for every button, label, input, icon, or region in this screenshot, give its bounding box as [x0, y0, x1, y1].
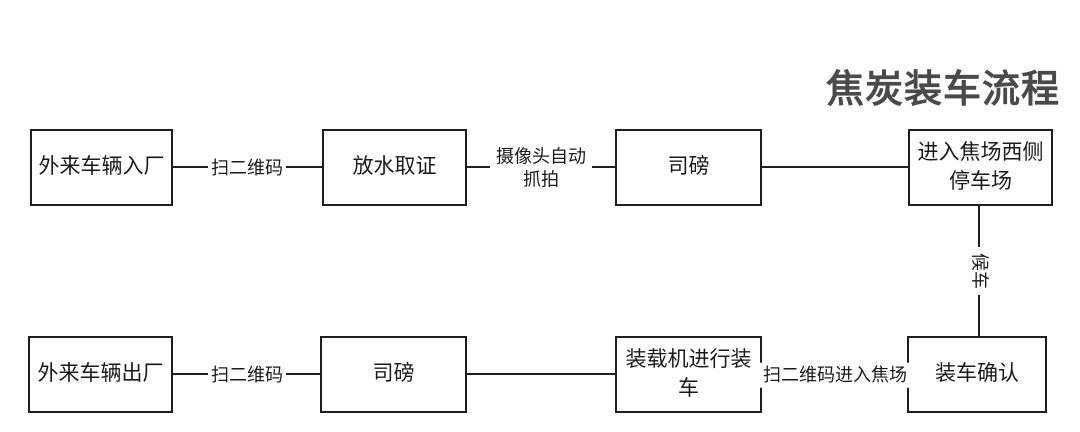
node-weighbridge-in: 司磅 — [615, 129, 762, 206]
diagram-title: 焦炭装车流程 — [825, 69, 1060, 111]
edge-label-scan-qr-enter-yard: 扫二维码进入焦场 — [760, 362, 910, 388]
edge-label-waiting: 候车 — [966, 247, 992, 295]
node-loading-confirm: 装车确认 — [907, 336, 1047, 413]
node-weighbridge-out: 司磅 — [320, 336, 467, 413]
node-vehicle-exit: 外来车辆出厂 — [28, 336, 173, 413]
connector-line-weigh-parking — [762, 166, 908, 168]
node-loader-loading: 装载机进行装车 — [615, 336, 762, 413]
edge-label-scan-qr-in: 扫二维码 — [208, 155, 286, 181]
edge-label-camera-capture: 摄像头自动抓拍 — [490, 144, 592, 192]
node-west-parking: 进入焦场西侧停车场 — [908, 129, 1053, 206]
edge-label-scan-qr-out: 扫二维码 — [208, 362, 286, 388]
node-water-evidence: 放水取证 — [322, 129, 467, 206]
connector-line-weigh-loading — [467, 373, 615, 375]
node-vehicle-entry: 外来车辆入厂 — [30, 129, 173, 206]
